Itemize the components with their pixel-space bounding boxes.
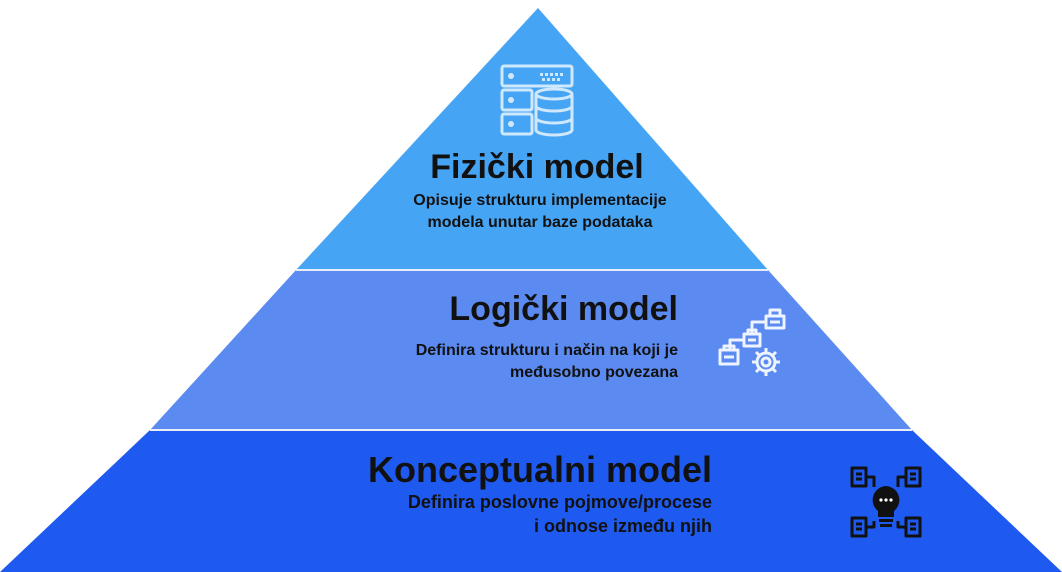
middle-tier-description: Definira strukturu i način na koji je me… xyxy=(300,340,678,383)
top-tier-description-line-1: Opisuje strukturu implementacije xyxy=(413,192,667,209)
lightbulb-network-icon xyxy=(850,466,922,538)
bottom-tier-description-line-1: Definira poslovne pojmove/procese xyxy=(407,492,712,512)
bottom-tier-description-line-2: i odnose između njih xyxy=(533,516,712,537)
bottom-tier-text: Konceptualni model Definira poslovne poj… xyxy=(270,452,712,539)
database-server-icon xyxy=(500,64,574,137)
top-tier-description-line-2: modela unutar baze podataka xyxy=(427,213,653,231)
middle-tier-text: Logički model Definira strukturu i način… xyxy=(300,292,678,383)
middle-tier-description-line-2: međusobno povezana xyxy=(509,363,678,381)
flow-gear-icon xyxy=(718,308,786,376)
top-tier-description: Opisuje strukturu implementacije modela … xyxy=(360,190,720,233)
pyramid-tier-middle xyxy=(150,270,912,430)
top-tier-title: Fizički model xyxy=(430,148,644,186)
bottom-tier-description: Definira poslovne pojmove/procese i odno… xyxy=(270,490,712,539)
pyramid-tier-bottom xyxy=(0,430,1062,572)
bottom-tier-title: Konceptualni model xyxy=(367,449,712,490)
middle-tier-title: Logički model xyxy=(449,290,678,328)
top-tier-text: Fizički model Opisuje strukturu implemen… xyxy=(360,150,720,233)
middle-tier-description-line-1: Definira strukturu i način na koji je xyxy=(415,342,678,359)
pyramid-tier-top xyxy=(296,8,768,270)
